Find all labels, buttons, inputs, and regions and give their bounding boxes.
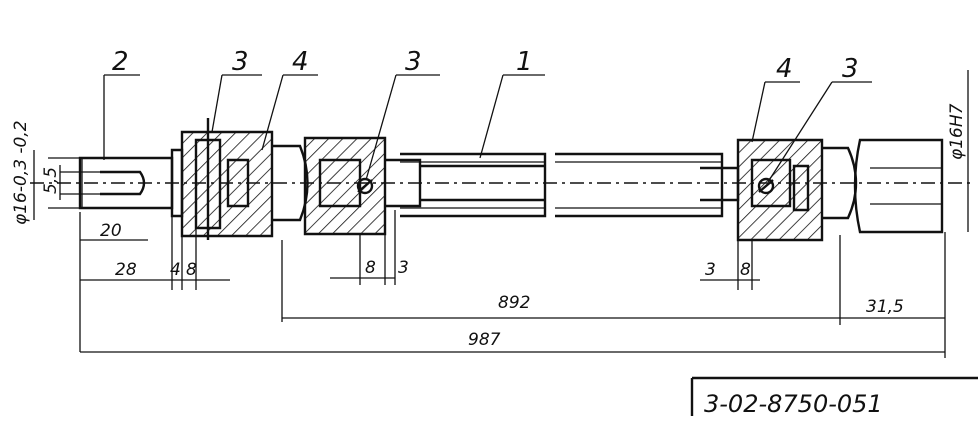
leader-lines [103, 74, 872, 183]
main-tube [400, 152, 724, 218]
left-coupling [170, 118, 309, 240]
middle-coupling [303, 136, 422, 236]
dim-28: 28 [115, 260, 137, 280]
part-label-1: 1 [516, 47, 533, 77]
part-label-4-left: 4 [292, 47, 309, 77]
dim-4: 4 [170, 260, 181, 280]
dim-8-right: 8 [740, 260, 751, 280]
dim-31-5: 31,5 [866, 297, 904, 317]
dim-8-left: 8 [186, 260, 197, 280]
part-label-2: 2 [112, 47, 129, 77]
dimension-lines [33, 70, 969, 358]
right-shaft-end [853, 138, 944, 234]
dim-3-middle: 3 [398, 258, 409, 278]
dim-8-middle: 8 [365, 258, 376, 278]
part-label-3-middle: 3 [405, 47, 422, 77]
dim-phi16H7: φ16H7 [947, 103, 967, 160]
dim-987: 987 [468, 330, 501, 350]
dim-20: 20 [100, 221, 122, 241]
part-label-4-right: 4 [776, 54, 793, 84]
right-coupling [700, 138, 858, 242]
dim-5-5: 5,5 [41, 167, 61, 194]
dim-phi16-tolerance: φ16-0,3 -0,2 [11, 120, 31, 225]
title-block: 3-02-8750-051 [690, 376, 978, 418]
part-label-3-right: 3 [842, 54, 859, 84]
drawing-number: 3-02-8750-051 [704, 390, 883, 416]
dim-3-right: 3 [705, 260, 716, 280]
part-label-3-left: 3 [232, 47, 249, 77]
dim-892: 892 [498, 293, 530, 313]
